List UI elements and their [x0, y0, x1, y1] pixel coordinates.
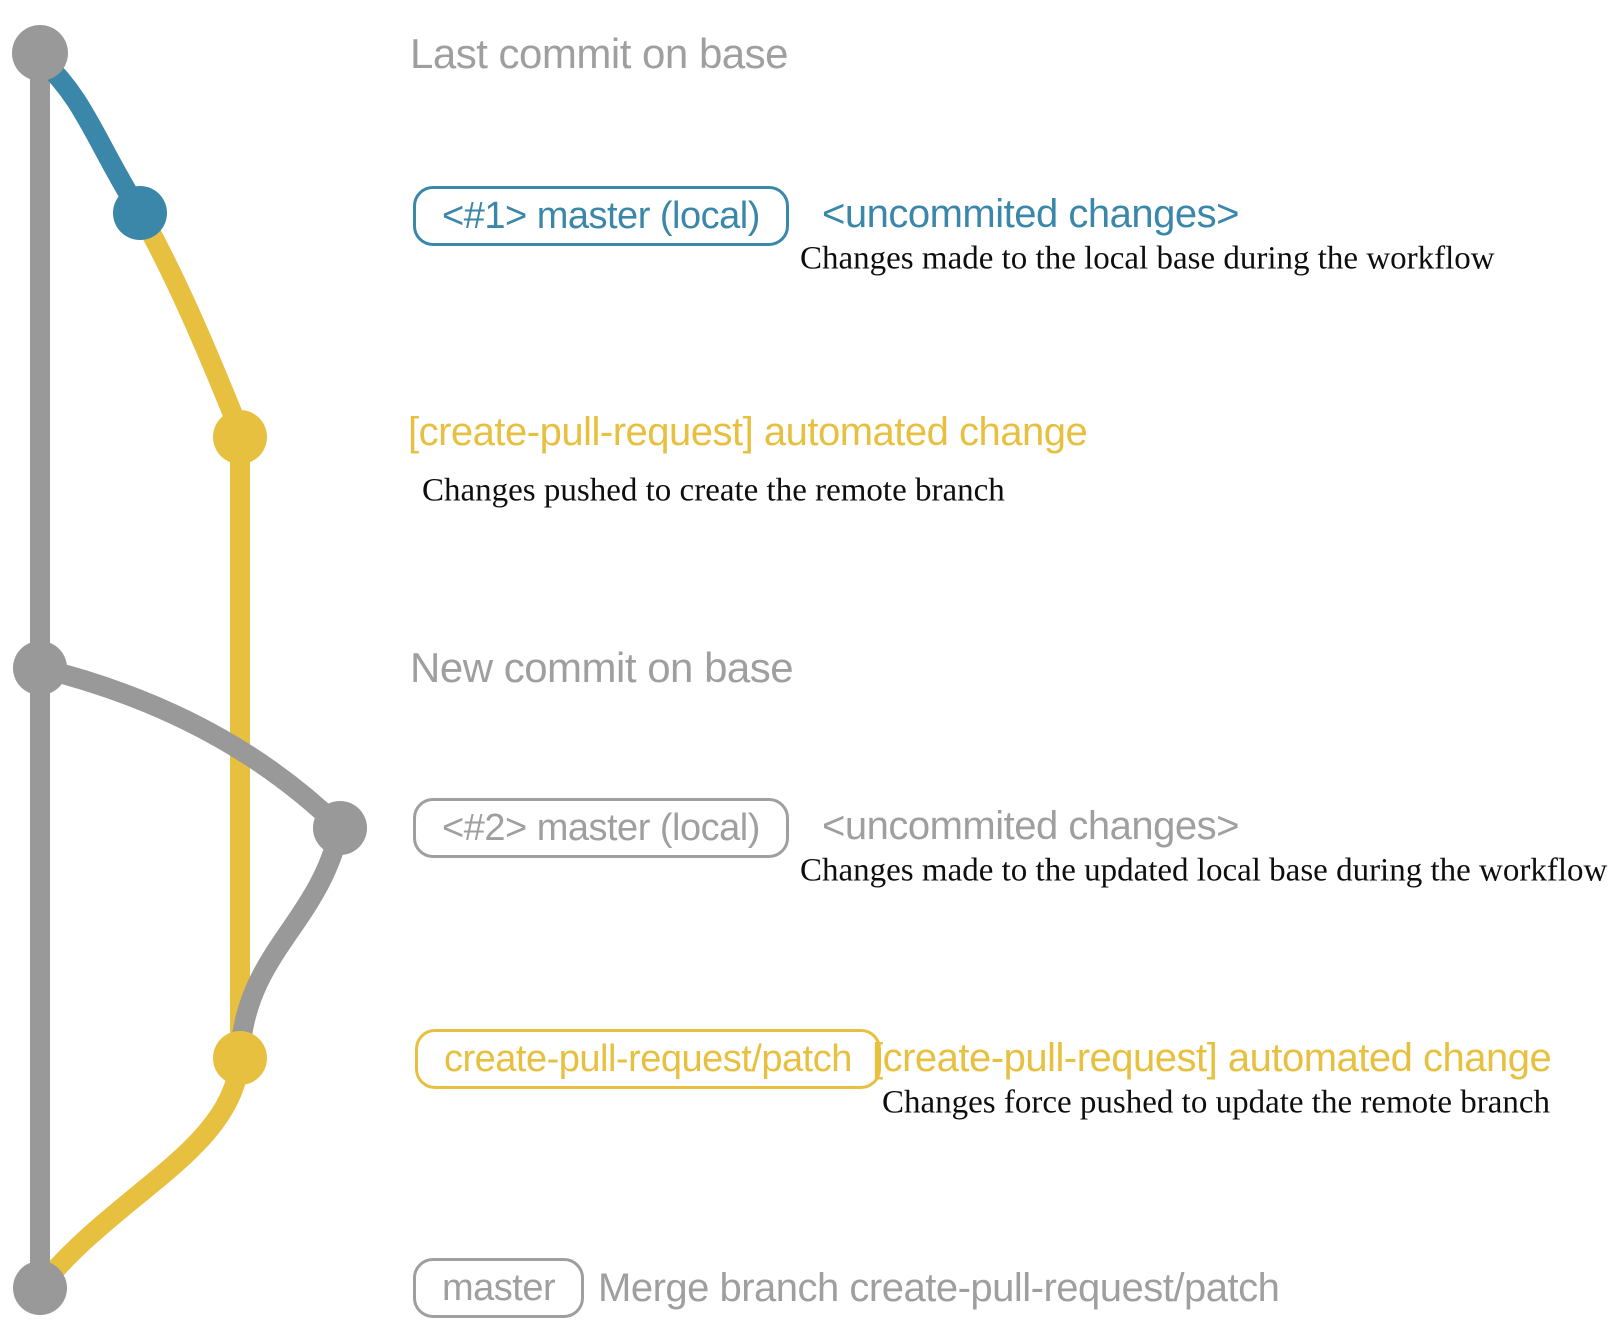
- updated-local-changes-curve: [30, 658, 350, 838]
- commit-node-automated-1: [213, 410, 267, 464]
- branch-ref-create-pull-request-patch: create-pull-request/patch: [415, 1029, 881, 1089]
- annotation-automated-change-2: [create-pull-request] automated change: [872, 1036, 1552, 1080]
- description-push-remote-branch: Changes pushed to create the remote bran…: [422, 472, 1005, 509]
- local-changes-curve: [32, 50, 150, 223]
- remote-branch-create-curve: [130, 203, 250, 442]
- description-local-changes-2: Changes made to the updated local base d…: [800, 852, 1608, 889]
- commit-node-new-base: [13, 641, 67, 695]
- force-push-curve: [230, 818, 350, 1062]
- commit-node-local-1: [113, 186, 167, 240]
- commit-node-automated-2: [213, 1031, 267, 1085]
- branch-ref-master-local-1: <#1> master (local): [413, 186, 789, 246]
- commit-node-merge: [13, 1261, 67, 1315]
- merge-into-master-curve: [32, 1048, 250, 1295]
- branch-ref-master: master: [413, 1258, 585, 1318]
- description-local-changes-1: Changes made to the local base during th…: [800, 240, 1495, 277]
- branch-ref-master-local-2: <#2> master (local): [413, 798, 789, 858]
- label-automated-change-1: [create-pull-request] automated change: [408, 410, 1088, 454]
- annotation-uncommited-changes-1: <uncommited changes>: [822, 192, 1239, 236]
- description-force-push-remote-branch: Changes force pushed to update the remot…: [882, 1084, 1551, 1121]
- annotation-merge-branch: Merge branch create-pull-request/patch: [598, 1266, 1280, 1310]
- label-last-commit-on-base: Last commit on base: [410, 30, 789, 77]
- commit-node-local-2: [313, 801, 367, 855]
- annotation-uncommited-changes-2: <uncommited changes>: [822, 804, 1239, 848]
- label-new-commit-on-base: New commit on base: [410, 644, 794, 691]
- commit-node-last-base: [12, 25, 68, 81]
